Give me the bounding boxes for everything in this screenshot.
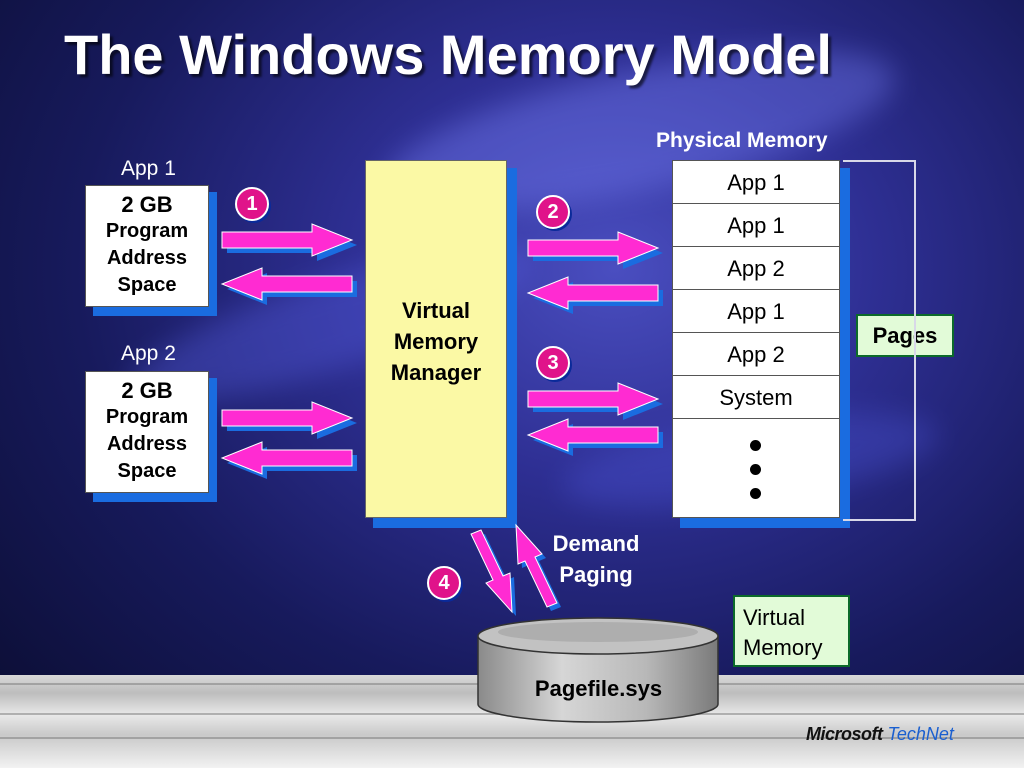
vmm-line-virtual: Virtual (401, 298, 471, 323)
paging-line: Paging (559, 562, 633, 587)
arrow-app1-to-vmm (221, 223, 357, 261)
pages-bracket (843, 160, 916, 521)
pages-label: Pages (872, 323, 938, 348)
ellipsis-dot (750, 464, 761, 475)
app2-label: App 2 (121, 342, 176, 365)
arrow-vmm-to-physical-2 (527, 382, 663, 420)
step-2-badge: 2 (536, 195, 570, 229)
step-3-badge: 3 (536, 346, 570, 380)
arrow-pagefile-to-vmm (515, 523, 561, 611)
app1-line-address: Address (106, 247, 188, 269)
pagefile-cylinder (477, 617, 719, 723)
page-cell-1: App 1 (673, 161, 839, 204)
pages-label-box: Pages (856, 314, 954, 357)
physical-memory-column: App 1 App 1 App 2 App 1 App 2 System (672, 160, 840, 518)
band-line (0, 737, 1024, 739)
app2-address-space: 2 GB Program Address Space (85, 371, 209, 493)
page-cell-3: App 2 (673, 247, 839, 290)
app1-address-space: 2 GB Program Address Space (85, 185, 209, 307)
arrow-vmm-to-pagefile (470, 529, 516, 616)
page-cell-2: App 1 (673, 204, 839, 247)
arrow-vmm-to-app1 (220, 267, 357, 305)
arrow-physical-to-vmm-1 (526, 276, 663, 314)
logo-technet: TechNet (887, 724, 954, 744)
microsoft-technet-logo: Microsoft TechNet (806, 724, 954, 745)
app2-line-address: Address (106, 433, 188, 455)
arrow-vmm-to-app2 (220, 441, 357, 479)
virtual-memory-box: Virtual Memory (733, 595, 850, 667)
arrow-vmm-to-physical-1 (527, 231, 663, 269)
page-cell-6: System (673, 376, 839, 419)
app1-line-program: Program (105, 220, 189, 242)
ellipsis-dot (750, 488, 761, 499)
virtual-memory-line-2: Memory (743, 635, 823, 660)
demand-paging-label: Demand Paging (536, 528, 656, 590)
step-1-badge: 1 (235, 187, 269, 221)
app2-size: 2 GB (121, 378, 173, 403)
page-cell-4: App 1 (673, 290, 839, 333)
virtual-memory-line-1: Virtual (743, 605, 805, 630)
vmm-line-manager: Manager (390, 360, 482, 385)
ellipsis-dot (750, 440, 761, 451)
arrow-physical-to-vmm-2 (526, 418, 663, 456)
app1-label: App 1 (121, 157, 176, 180)
arrow-app2-to-vmm (221, 401, 357, 439)
virtual-memory-manager-box: Virtual Memory Manager (365, 160, 507, 518)
vmm-line-memory: Memory (393, 329, 479, 354)
logo-microsoft: Microsoft (806, 724, 883, 744)
pagefile-label: Pagefile.sys (534, 676, 663, 701)
app1-line-space: Space (117, 274, 177, 296)
page-cell-5: App 2 (673, 333, 839, 376)
step-4-badge: 4 (427, 566, 461, 600)
app1-size: 2 GB (121, 192, 173, 217)
physical-memory-heading: Physical Memory (656, 129, 828, 152)
slide-title: The Windows Memory Model (64, 23, 832, 86)
app2-line-program: Program (105, 406, 189, 428)
app2-line-space: Space (117, 460, 177, 482)
demand-line: Demand (552, 531, 640, 556)
vmm-label: Virtual Memory Manager (366, 295, 506, 388)
